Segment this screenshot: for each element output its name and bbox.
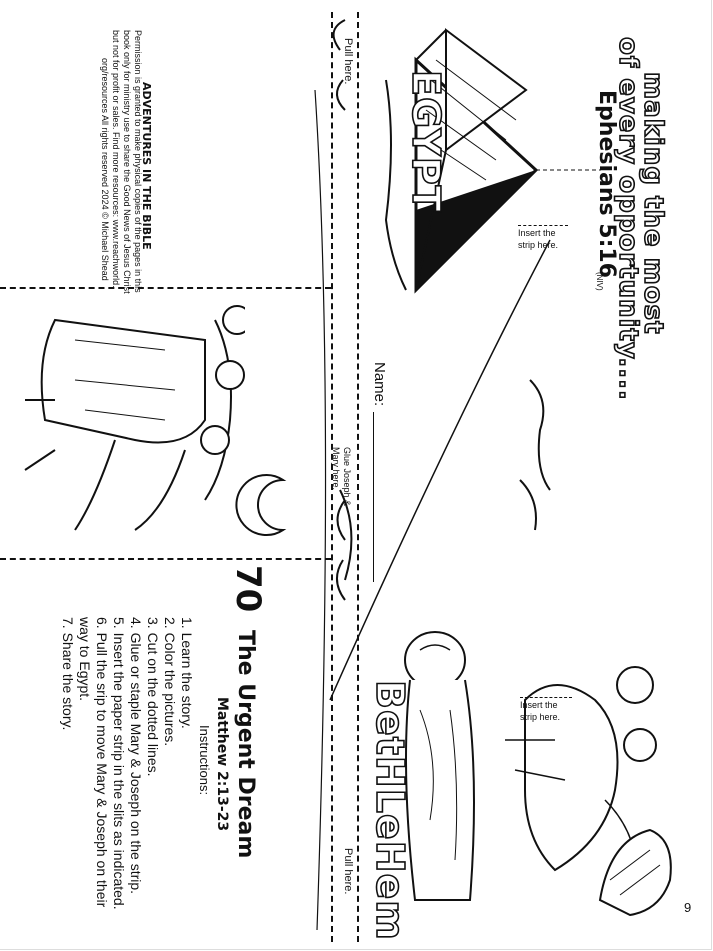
cut-line-vertical-2 (357, 12, 359, 942)
cut-line-horizontal-1 (0, 287, 331, 289)
instruction-step-6-cont: way to Egypt. (77, 617, 93, 702)
instruction-step-7: 7. Share the story. (60, 617, 76, 731)
cut-line-horizontal-2 (0, 558, 331, 560)
lesson-number: 70 (228, 565, 268, 613)
family-donkey-illustration (505, 666, 657, 901)
pyramid-illustration (384, 28, 601, 294)
dreaming-joseph-illustration (404, 631, 475, 901)
instruction-step-1: 1. Learn the story. (179, 617, 195, 729)
instruction-step-4: 4. Glue or staple Mary & Joseph on the s… (128, 617, 144, 895)
instruction-step-3: 3. Cut on the dotted lines. (145, 617, 161, 777)
permission-line-3: but not for profit or sales. Find more r… (111, 30, 121, 288)
insert-strip-label-bottom: Insert the strip here. (520, 697, 572, 723)
instruction-step-2: 2. Color the pictures. (162, 617, 178, 747)
permission-line-1: Permission is granted to make physical c… (133, 30, 143, 293)
strip-line (314, 19, 346, 931)
page-number: 9 (684, 900, 692, 915)
instruction-step-5: 5. Insert the paper strip in the slits a… (111, 617, 127, 910)
traveling-family-illustration (24, 305, 245, 531)
name-label: Name: (371, 362, 388, 407)
angel-illustration (598, 828, 672, 917)
crescent-moon-icon (235, 474, 287, 536)
cut-line-vertical-1 (331, 12, 333, 942)
instructions-heading: Instructions: (197, 725, 212, 796)
place-from-label: EGYPT (403, 69, 449, 213)
instruction-step-6: 6. Pull the srip to move Mary & Joseph o… (94, 617, 110, 908)
name-line[interactable] (373, 412, 374, 582)
permission-line-4: org/resources All rights reserved 2024 ©… (100, 58, 110, 281)
lesson-title: The Urgent Dream (233, 630, 258, 859)
scripture-reference: Matthew 2:13-23 (214, 697, 230, 832)
insert-strip-label-top: Insert the strip here. (518, 225, 568, 251)
permission-line-2: book only for ministry use to share the … (122, 30, 132, 294)
place-to-label: BetHLeHem (367, 679, 413, 941)
road-path (329, 239, 551, 701)
